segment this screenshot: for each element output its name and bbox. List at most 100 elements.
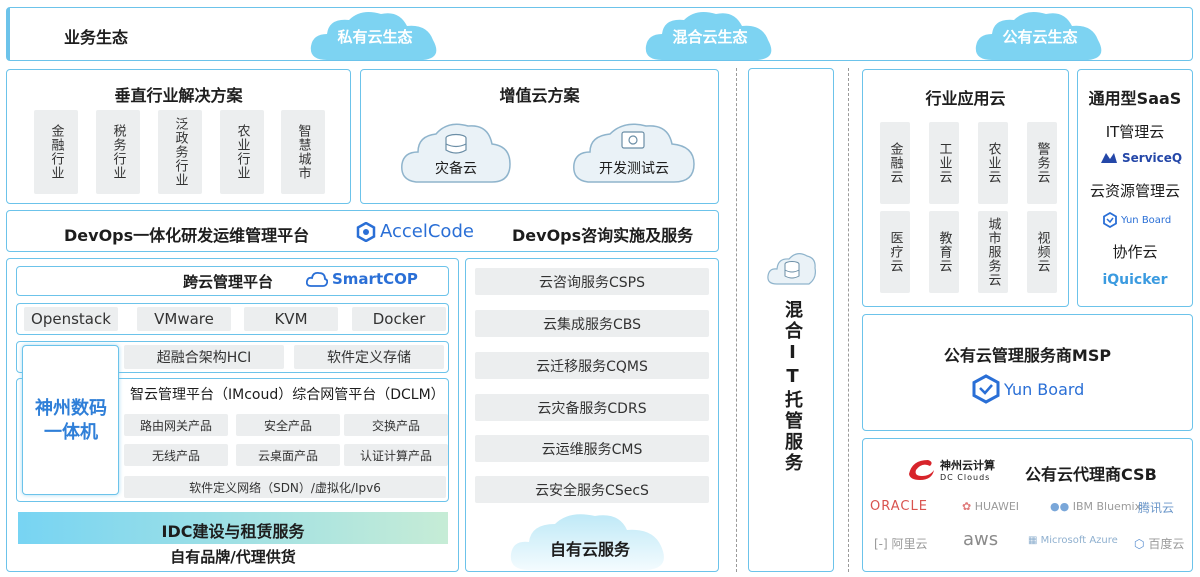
sdn-bar: 软件定义网络（SDN）/虚拟化/Ipv6 xyxy=(124,476,446,498)
huawei-icon: ✿ xyxy=(962,500,972,513)
devtest-cloud-label: 开发测试云 xyxy=(599,161,669,177)
yunboard-icon xyxy=(1103,212,1117,228)
storage-sds: 软件定义存储 xyxy=(294,345,444,369)
saas-resource-mgmt: 云资源管理云 xyxy=(1089,182,1180,200)
industry-cloud-title: 行业应用云 xyxy=(925,89,1006,108)
private-cloud-label: 私有云生态 xyxy=(337,28,413,46)
saas-collab: 协作云 xyxy=(1112,243,1158,261)
aliyun-icon: [-] xyxy=(874,537,888,551)
service-integration: 云集成服务CBS xyxy=(475,310,709,337)
baidu-label: 百度云 xyxy=(1148,537,1185,551)
yunboard-small-label: Yun Board xyxy=(1121,214,1172,226)
oracle-logo: ORACLE xyxy=(870,499,928,514)
hybrid-cloud-label: 混合云生态 xyxy=(672,28,748,46)
ibm-icon: ●● xyxy=(1050,500,1070,513)
virt-openstack: Openstack xyxy=(24,307,118,331)
product-security: 安全产品 xyxy=(236,414,340,436)
aliyun-logo: [-] 阿里云 xyxy=(874,535,928,552)
accelcode-label: AccelCode xyxy=(380,221,474,242)
windows-icon: ▦ xyxy=(1028,535,1038,546)
virt-docker: Docker xyxy=(352,307,446,331)
solution-tax: 税务行业 xyxy=(96,110,140,194)
industry-education: 教育云 xyxy=(929,211,959,293)
smartcop-cloud-icon xyxy=(306,271,328,287)
huawei-label: HUAWEI xyxy=(974,500,1020,513)
cross-cloud-bar xyxy=(16,266,449,296)
hybrid-cloud-ecosystem-badge: 混合云生态 xyxy=(640,8,780,66)
devops-platform-label: DevOps一体化研发运维管理平台 xyxy=(64,226,310,245)
industry-video: 视频云 xyxy=(1027,211,1057,293)
product-vdi: 云桌面产品 xyxy=(236,444,340,466)
public-cloud-label: 公有云生态 xyxy=(1002,28,1078,46)
saas-title: 通用型SaaS xyxy=(1088,89,1182,108)
huawei-logo: ✿ HUAWEI xyxy=(962,500,1019,513)
tencent-cloud-logo: 腾讯云 xyxy=(1138,501,1175,515)
storage-hci: 超融合架构HCI xyxy=(124,345,284,369)
idc-title: IDC建设与租赁服务 xyxy=(161,522,305,541)
own-cloud-services-badge: 自有云服务 xyxy=(505,510,675,572)
dc-clouds-swirl-icon xyxy=(909,460,934,480)
database-cloud-icon xyxy=(767,253,816,285)
management-platforms-label: 智云管理平台（IMcoud）综合网管平台（DCLM） xyxy=(130,387,445,403)
msp-panel xyxy=(862,314,1193,431)
smartcop-label: SmartCOP xyxy=(332,270,418,288)
service-consulting: 云咨询服务CSPS xyxy=(475,268,709,295)
top-bar-label: 业务生态 xyxy=(64,28,129,47)
vertical-solutions-title: 垂直行业解决方案 xyxy=(114,86,243,105)
baidu-icon: ⬡ xyxy=(1134,537,1145,551)
yunboard-small-logo: Yun Board xyxy=(1103,212,1171,228)
aliyun-label: 阿里云 xyxy=(891,537,928,551)
industry-agri: 农业云 xyxy=(978,122,1008,204)
industry-police: 警务云 xyxy=(1027,122,1057,204)
appliance-card xyxy=(22,345,119,495)
cloud-icon xyxy=(645,12,772,60)
dr-cloud-card: 灾备云 xyxy=(398,116,514,188)
ibm-bluemix-logo: ●● IBM Bluemix xyxy=(1050,500,1141,513)
solution-finance: 金融行业 xyxy=(34,110,78,194)
industry-medical: 医疗云 xyxy=(880,211,910,293)
smartcop-logo: SmartCOP xyxy=(306,270,418,288)
product-auth: 认证计算产品 xyxy=(344,444,448,466)
hybrid-it-label: 混合IT托管服务 xyxy=(782,300,803,474)
service-ops: 云运维服务CMS xyxy=(475,435,709,462)
own-cloud-services-label: 自有云服务 xyxy=(549,540,630,559)
devtest-cloud-card: 开发测试云 xyxy=(570,116,698,188)
saas-panel xyxy=(1077,69,1193,307)
yunboard-icon xyxy=(972,374,1000,404)
dr-cloud-label: 灾备云 xyxy=(435,161,477,177)
hybrid-it-panel xyxy=(748,68,834,572)
virt-kvm: KVM xyxy=(244,307,338,331)
solution-agri: 农业行业 xyxy=(220,110,264,194)
dc-clouds-en: DC Clouds xyxy=(940,472,991,482)
product-wireless: 无线产品 xyxy=(124,444,228,466)
cloud-icon xyxy=(510,514,664,570)
serviceq-logo: ServiceQ xyxy=(1100,151,1182,165)
azure-label: Microsoft Azure xyxy=(1040,535,1118,546)
serviceq-icon xyxy=(1101,153,1117,163)
devops-bar xyxy=(6,210,719,252)
idc-bar xyxy=(18,512,448,544)
gear-code-icon xyxy=(621,131,645,149)
cloud-icon xyxy=(401,123,511,183)
product-switch: 交换产品 xyxy=(344,414,448,436)
service-dr: 云灾备服务CDRS xyxy=(475,394,709,421)
industry-city: 城市服务云 xyxy=(978,211,1008,293)
cloud-icon xyxy=(975,12,1102,60)
industry-industrial: 工业云 xyxy=(929,122,959,204)
yunboard-label: Yun Board xyxy=(1004,379,1085,399)
cloud-icon xyxy=(573,123,695,183)
divider-left xyxy=(736,68,737,572)
devops-consulting-label: DevOps咨询实施及服务 xyxy=(512,226,694,245)
saas-it-mgmt: IT管理云 xyxy=(1105,123,1165,141)
virt-vmware: VMware xyxy=(137,307,231,331)
industry-finance: 金融云 xyxy=(880,122,910,204)
accelcode-icon xyxy=(356,221,376,242)
cross-cloud-title: 跨云管理平台 xyxy=(183,273,274,291)
yunboard-logo: Yun Board xyxy=(972,374,1084,404)
accelcode-logo: AccelCode xyxy=(356,221,474,242)
service-migration: 云迁移服务CQMS xyxy=(475,352,709,379)
serviceq-label: ServiceQ xyxy=(1122,151,1183,165)
aws-logo: aws xyxy=(963,529,999,550)
service-security: 云安全服务CSecS xyxy=(475,476,709,503)
solution-city: 智慧城市 xyxy=(281,110,325,194)
